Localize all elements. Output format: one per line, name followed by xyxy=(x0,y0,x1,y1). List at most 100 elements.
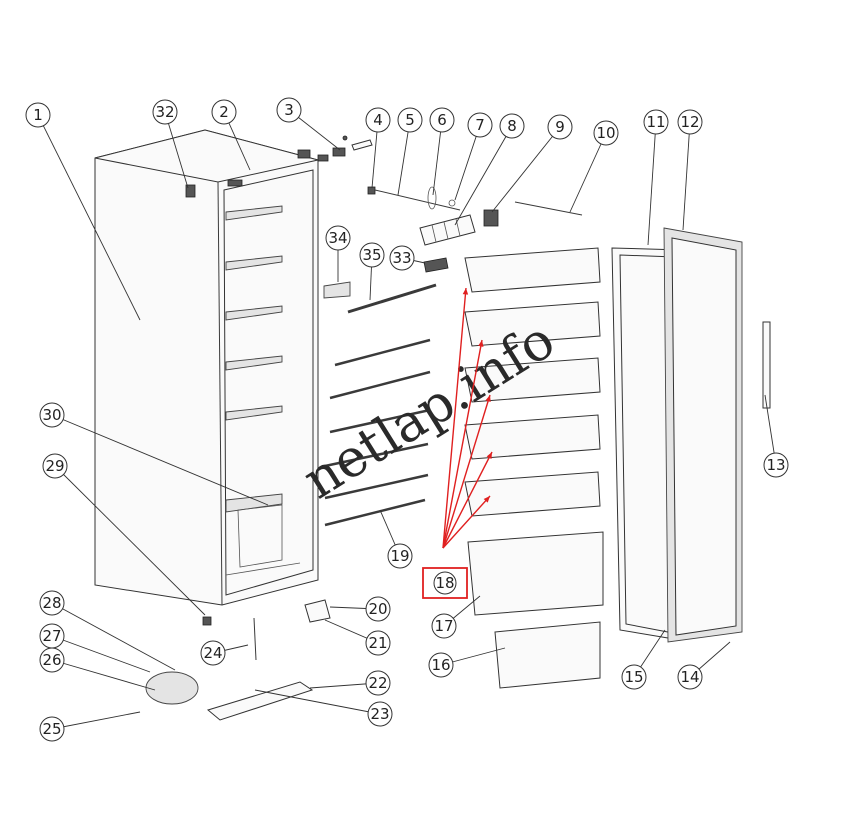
callout-18-highlight-box xyxy=(422,567,468,599)
callout-number: 24 xyxy=(203,644,222,662)
leader-line-11 xyxy=(647,121,657,246)
callout-number: 13 xyxy=(766,456,785,474)
leader-line-6 xyxy=(432,119,443,196)
highlight-arrow-1 xyxy=(442,287,467,549)
callout-12: 12 xyxy=(677,109,703,135)
callout-number: 25 xyxy=(42,720,61,738)
leader-line-32 xyxy=(164,111,189,189)
callout-number: 2 xyxy=(219,103,229,121)
leader-line-10 xyxy=(569,132,607,213)
cabinet-shelves xyxy=(225,205,283,513)
callout-number: 6 xyxy=(437,111,447,129)
callout-4: 4 xyxy=(365,107,391,133)
highlight-arrow-3 xyxy=(442,394,491,549)
callout-number: 15 xyxy=(624,668,643,686)
callout-18-arrows xyxy=(442,287,493,549)
callout-27: 27 xyxy=(39,623,65,649)
highlight-arrowhead-2 xyxy=(478,340,484,347)
lamp-and-cable-parts xyxy=(367,186,583,246)
callout-number: 1 xyxy=(33,106,43,124)
callout-number: 21 xyxy=(368,634,387,652)
callout-1: 1 xyxy=(25,102,51,128)
leader-line-9 xyxy=(491,126,561,213)
door-shelf-rails xyxy=(324,338,431,527)
callout-3: 3 xyxy=(276,97,302,123)
freezer-drawers xyxy=(464,247,604,689)
leader-line-8 xyxy=(454,125,513,226)
callout-28: 28 xyxy=(39,590,65,616)
callout-number: 7 xyxy=(475,116,485,134)
callout-number: 19 xyxy=(390,547,409,565)
callout-13: 13 xyxy=(763,452,789,478)
leader-line-30 xyxy=(51,414,269,506)
callout-number: 11 xyxy=(646,113,665,131)
callout-number: 14 xyxy=(680,668,699,686)
callout-21: 21 xyxy=(365,630,391,656)
callout-35: 35 xyxy=(359,242,385,268)
callout-30: 30 xyxy=(39,402,65,428)
leader-line-23 xyxy=(254,689,381,715)
highlight-arrowhead-5 xyxy=(483,496,490,503)
callout-23: 23 xyxy=(367,701,393,727)
callout-7: 7 xyxy=(467,112,493,138)
highlight-arrow-5 xyxy=(442,495,491,549)
callout-34: 34 xyxy=(325,225,351,251)
callout-2: 2 xyxy=(211,99,237,125)
callout-25: 25 xyxy=(39,716,65,742)
leader-line-5 xyxy=(397,119,411,196)
leader-line-25 xyxy=(51,711,141,730)
leader-line-7 xyxy=(454,124,481,201)
door-handle xyxy=(762,321,771,409)
callout-8: 8 xyxy=(499,113,525,139)
callout-number: 18 xyxy=(435,574,454,592)
callout-number: 34 xyxy=(328,229,347,247)
leader-line-26 xyxy=(51,659,156,691)
callout-17: 17 xyxy=(431,613,457,639)
callout-16: 16 xyxy=(428,652,454,678)
callout-number: 22 xyxy=(368,674,387,692)
leader-line-12 xyxy=(682,121,691,231)
highlight-arrowhead-3 xyxy=(485,395,491,402)
highlight-arrowhead-4 xyxy=(486,452,492,459)
cabinet-body xyxy=(94,129,319,606)
leader-line-1 xyxy=(37,114,141,321)
callout-number: 12 xyxy=(680,113,699,131)
callout-29: 29 xyxy=(42,453,68,479)
callout-5: 5 xyxy=(397,107,423,133)
callout-number: 23 xyxy=(370,705,389,723)
callout-14: 14 xyxy=(677,664,703,690)
callout-26: 26 xyxy=(39,647,65,673)
highlight-arrow-2 xyxy=(442,339,483,549)
small-parts-33-35 xyxy=(323,257,449,314)
callout-number: 4 xyxy=(373,111,383,129)
callout-number: 27 xyxy=(42,627,61,645)
callout-18: 18 xyxy=(433,571,457,595)
callout-33: 33 xyxy=(389,245,415,271)
callout-number: 17 xyxy=(434,617,453,635)
callout-number: 10 xyxy=(596,124,615,142)
callout-10: 10 xyxy=(593,120,619,146)
door-assembly xyxy=(611,227,743,643)
callout-number: 8 xyxy=(507,117,517,135)
highlight-arrow-4 xyxy=(442,451,493,549)
callout-15: 15 xyxy=(621,664,647,690)
callout-number: 26 xyxy=(42,651,61,669)
callout-number: 20 xyxy=(368,600,387,618)
callout-24: 24 xyxy=(200,640,226,666)
callout-number: 30 xyxy=(42,406,61,424)
callout-number: 32 xyxy=(155,103,174,121)
highlight-arrowhead-1 xyxy=(462,288,469,295)
callout-number: 33 xyxy=(392,249,411,267)
top-hinge-parts xyxy=(185,135,373,198)
leader-line-28 xyxy=(51,602,176,671)
compressor-assembly xyxy=(145,599,331,721)
callout-number: 28 xyxy=(42,594,61,612)
callout-6: 6 xyxy=(429,107,455,133)
callout-20: 20 xyxy=(365,596,391,622)
callout-11: 11 xyxy=(643,109,669,135)
callout-number: 3 xyxy=(284,101,294,119)
leader-line-27 xyxy=(51,635,151,673)
callout-32: 32 xyxy=(152,99,178,125)
